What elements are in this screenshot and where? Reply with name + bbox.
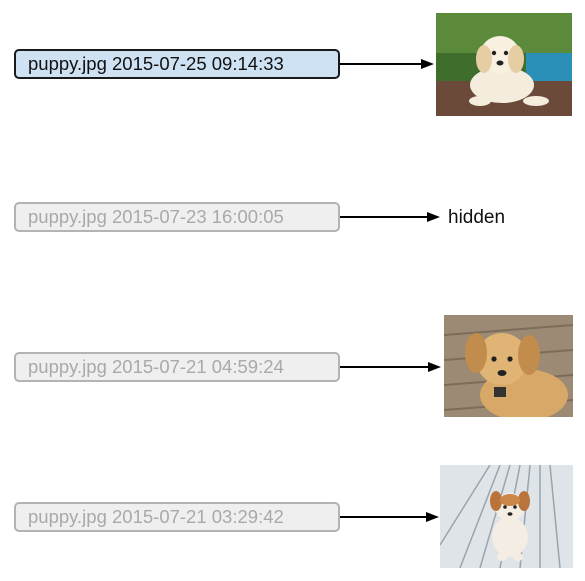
puppy-image-previous-2 [444,315,573,417]
puppy-image-current [436,13,572,116]
version-box-previous-3[interactable]: puppy.jpg 2015-07-21 03:29:42 [14,502,340,532]
arrow-to-preview-3 [340,362,441,372]
hidden-preview-label: hidden [448,207,506,228]
puppy-image-previous-3 [440,465,573,568]
arrow-to-preview-1 [340,59,434,69]
arrow-to-preview-4 [340,512,439,522]
arrow-to-preview-2 [340,212,440,222]
version-box-previous-1[interactable]: puppy.jpg 2015-07-23 16:00:05 [14,202,340,232]
version-box-previous-2[interactable]: puppy.jpg 2015-07-21 04:59:24 [14,352,340,382]
version-box-current[interactable]: puppy.jpg 2015-07-25 09:14:33 [14,49,340,79]
